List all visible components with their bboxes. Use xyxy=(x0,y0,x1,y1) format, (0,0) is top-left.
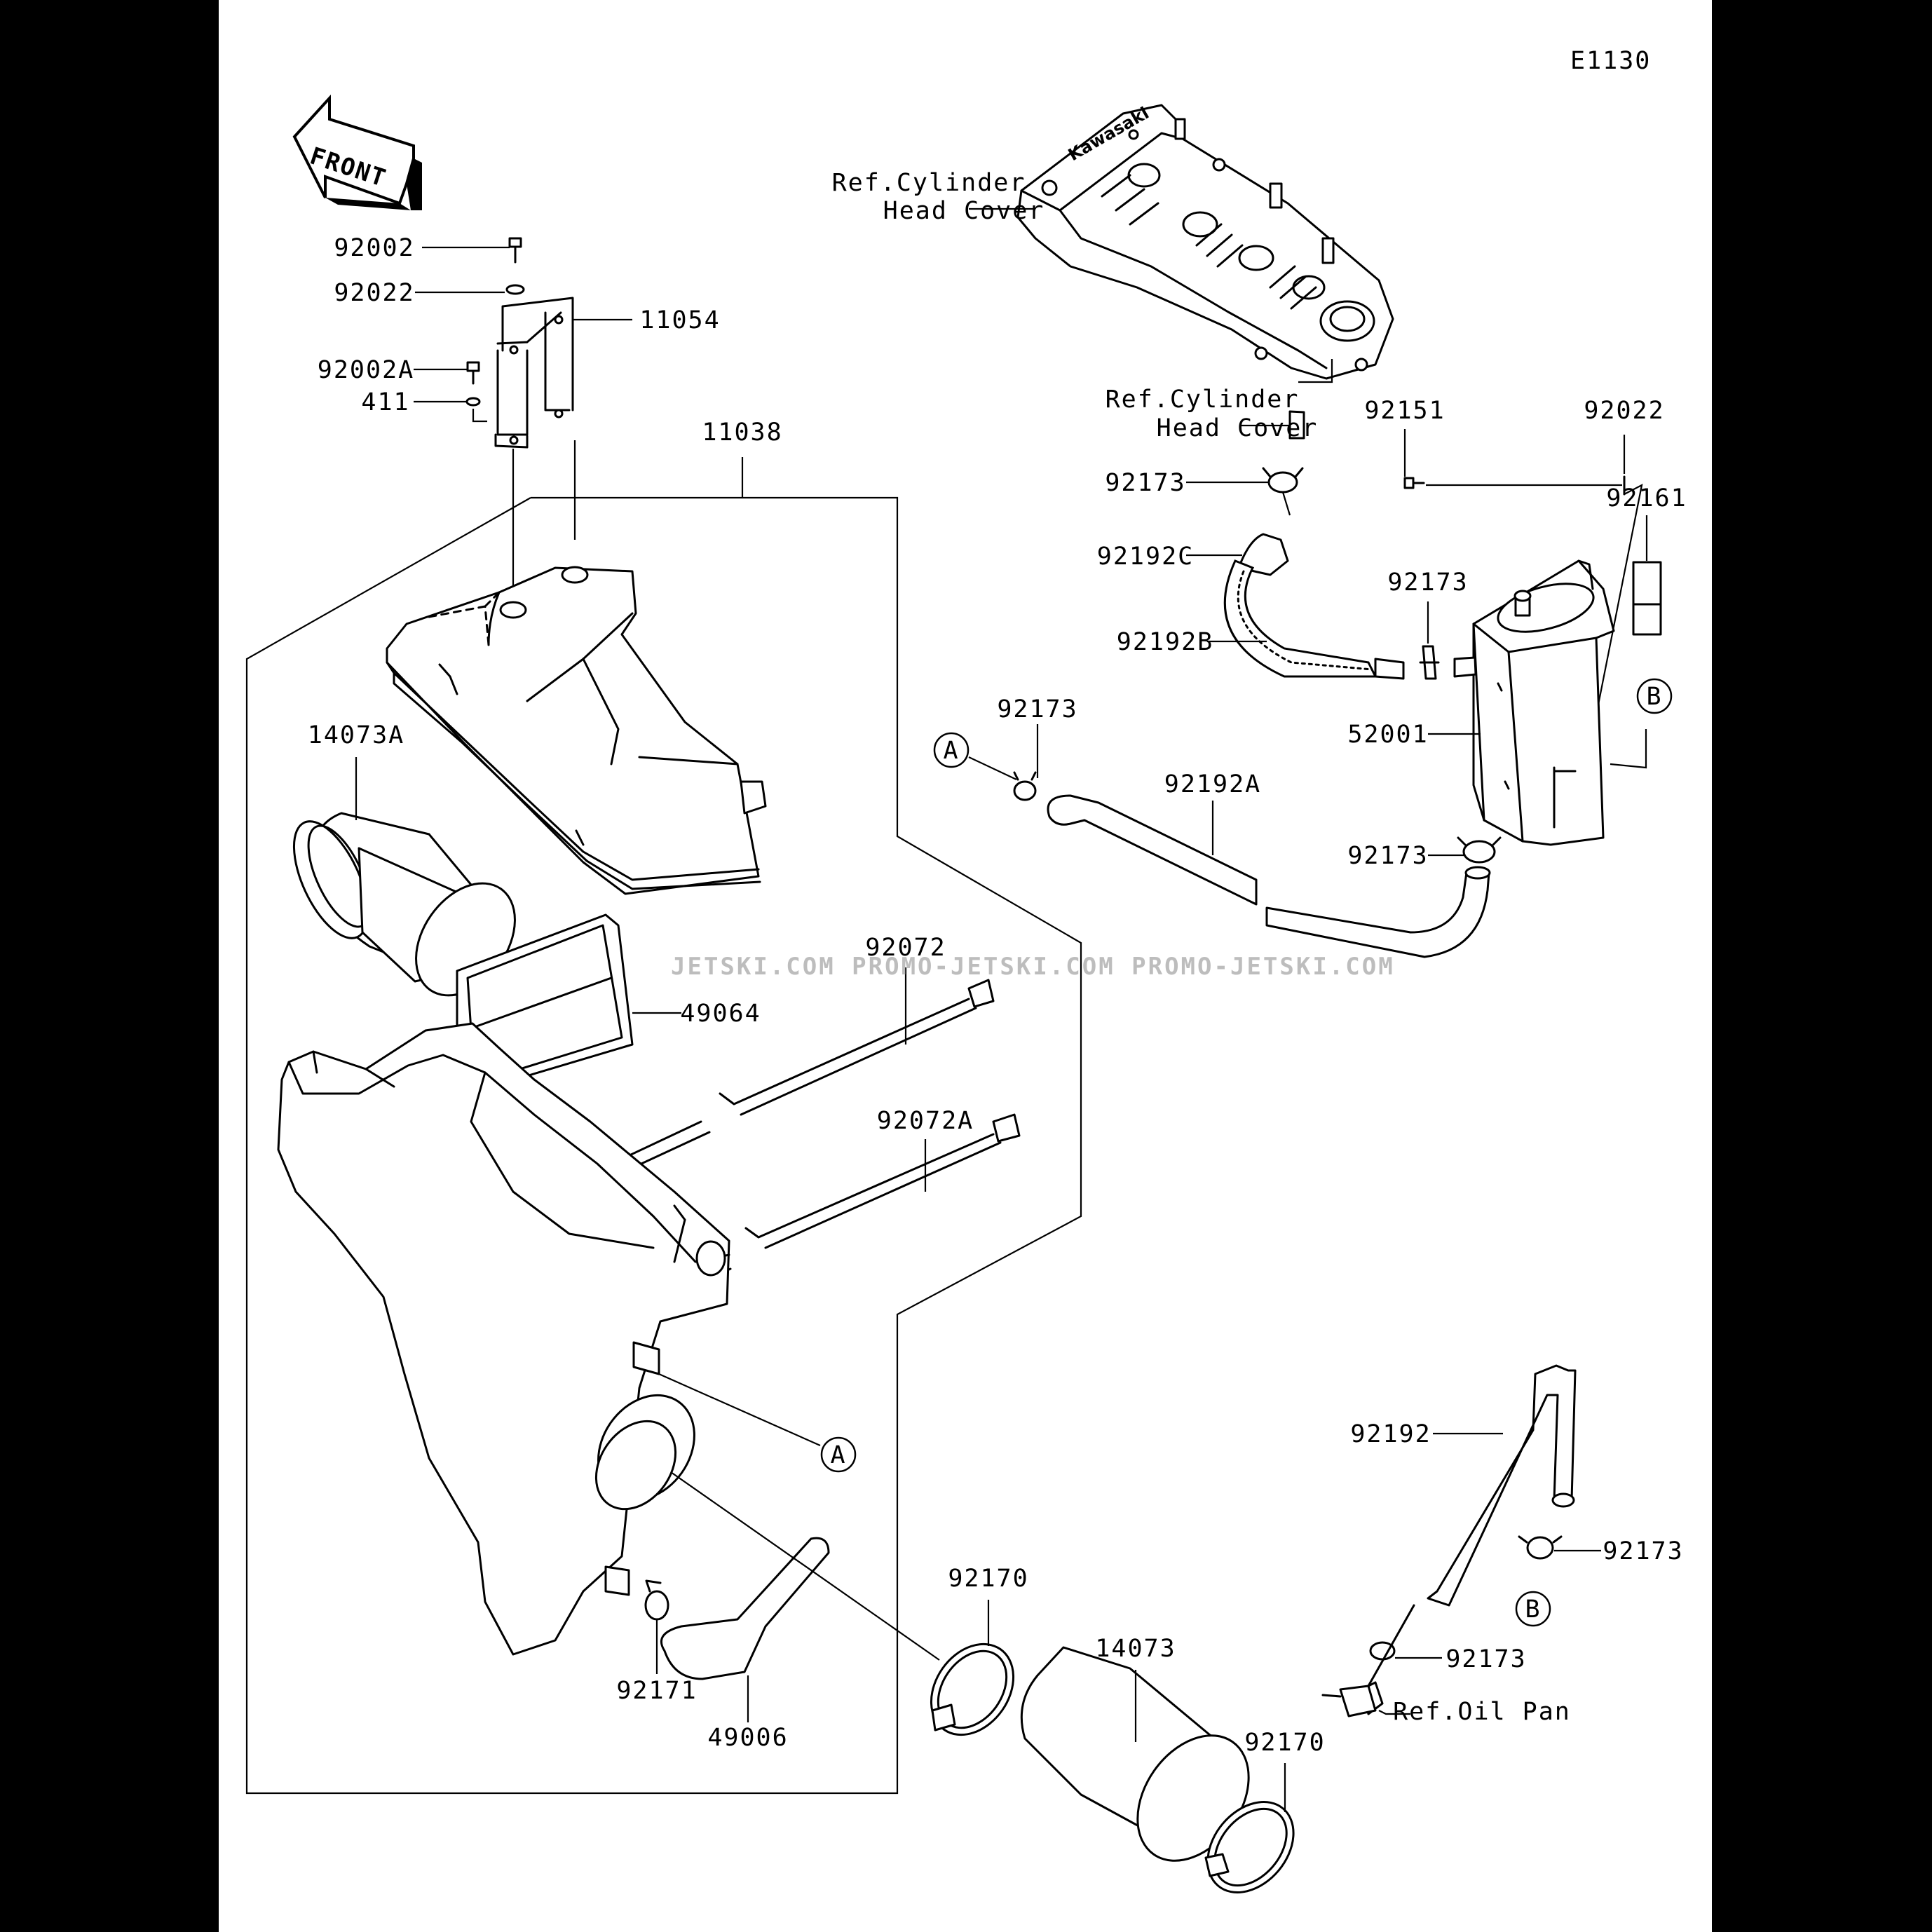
label-92192B: 92192B xyxy=(1117,628,1213,656)
oil-pan-fitting xyxy=(1321,1604,1415,1717)
label-14073A: 14073A xyxy=(308,721,404,749)
label-ref-head-cover-1-line1: Ref.Cylinder xyxy=(832,169,1026,197)
breather-fitting xyxy=(1288,410,1305,440)
marker-B-lower: B xyxy=(1515,1591,1551,1627)
marker-A-upper: A xyxy=(933,732,970,768)
hose-92192A xyxy=(1047,794,1491,958)
svg-text:A: A xyxy=(830,1441,846,1469)
label-92022-left: 92022 xyxy=(334,279,414,307)
air-box-cover xyxy=(386,566,767,895)
marker-A-lower: A xyxy=(820,1436,857,1473)
marker-B-upper: B xyxy=(1636,678,1673,714)
label-49006: 49006 xyxy=(707,1724,788,1752)
label-ref-oil-pan: Ref.Oil Pan xyxy=(1393,1698,1571,1726)
washer-92022-left xyxy=(505,284,525,295)
clamp-92173-d xyxy=(1457,836,1502,864)
label-11038: 11038 xyxy=(702,419,782,447)
diagram-sheet: E1130 FRONT 92002 92022 11054 92002A 411… xyxy=(219,0,1712,1932)
label-92170-left: 92170 xyxy=(948,1565,1028,1593)
clamp-92173-b xyxy=(1419,645,1440,680)
label-92173-b: 92173 xyxy=(1387,569,1468,597)
svg-text:B: B xyxy=(1525,1596,1541,1624)
rubber-92161 xyxy=(1632,561,1662,636)
label-92002A: 92002A xyxy=(318,356,414,384)
label-92072: 92072 xyxy=(865,934,946,962)
label-92022-right: 92022 xyxy=(1584,397,1664,425)
bolt-92002 xyxy=(508,237,522,264)
clamp-92173-e xyxy=(1518,1535,1563,1560)
washer-411 xyxy=(465,397,481,407)
oil-separator-52001 xyxy=(1453,559,1615,846)
diagram-code: E1130 xyxy=(1570,47,1651,75)
label-ref-head-cover-2-line1: Ref.Cylinder xyxy=(1106,386,1300,414)
hose-92192B-corrugated xyxy=(1223,559,1405,680)
label-52001: 52001 xyxy=(1347,721,1428,749)
label-92173-c: 92173 xyxy=(997,695,1077,723)
clamp-92171 xyxy=(644,1579,669,1621)
label-92170-right: 92170 xyxy=(1244,1729,1325,1757)
drain-hose-49006 xyxy=(660,1537,830,1680)
bolt-92002A xyxy=(466,361,480,385)
clamp-92173-c xyxy=(1013,771,1037,801)
label-92173-f: 92173 xyxy=(1445,1645,1526,1673)
air-box-base xyxy=(277,1022,730,1656)
label-92192: 92192 xyxy=(1350,1420,1431,1448)
label-92171: 92171 xyxy=(616,1677,697,1705)
hose-92192C xyxy=(1237,533,1289,576)
front-arrow: FRONT xyxy=(292,94,422,210)
bolt-92151 xyxy=(1403,477,1425,489)
parts-diagram: E1130 FRONT 92002 92022 11054 92002A 411… xyxy=(245,47,1687,1893)
label-92151: 92151 xyxy=(1364,397,1445,425)
air-filter-14073A xyxy=(292,812,516,997)
hose-92192 xyxy=(1427,1364,1577,1607)
svg-text:B: B xyxy=(1646,683,1662,711)
label-92173-d: 92173 xyxy=(1347,842,1428,870)
label-92173-e: 92173 xyxy=(1603,1537,1683,1565)
assembly-outline-11038 xyxy=(245,496,1082,1795)
label-92161: 92161 xyxy=(1606,484,1687,512)
label-49064: 49064 xyxy=(680,1000,761,1028)
label-92072A: 92072A xyxy=(877,1107,974,1135)
label-ref-head-cover-1-line2: Head Cover xyxy=(883,197,1045,225)
watermark: JETSKI.COM PROMO-JETSKI.COM PROMO-JETSKI… xyxy=(671,953,1395,981)
label-92192A: 92192A xyxy=(1164,770,1261,798)
clamp-92170-left xyxy=(930,1642,1015,1736)
label-ref-head-cover-2-line2: Head Cover xyxy=(1157,414,1319,442)
clamp-92173-a xyxy=(1262,467,1304,494)
label-11054: 11054 xyxy=(639,306,720,334)
label-92002: 92002 xyxy=(334,234,414,262)
bracket-11054 xyxy=(494,297,574,449)
svg-text:A: A xyxy=(943,737,959,765)
label-411: 411 xyxy=(361,388,409,416)
label-92192C: 92192C xyxy=(1097,543,1194,571)
cylinder-head-cover: Kawasaki xyxy=(1016,103,1394,380)
label-92173-a: 92173 xyxy=(1105,469,1185,497)
label-14073: 14073 xyxy=(1095,1635,1176,1663)
clamp-92170-right xyxy=(1204,1801,1295,1893)
